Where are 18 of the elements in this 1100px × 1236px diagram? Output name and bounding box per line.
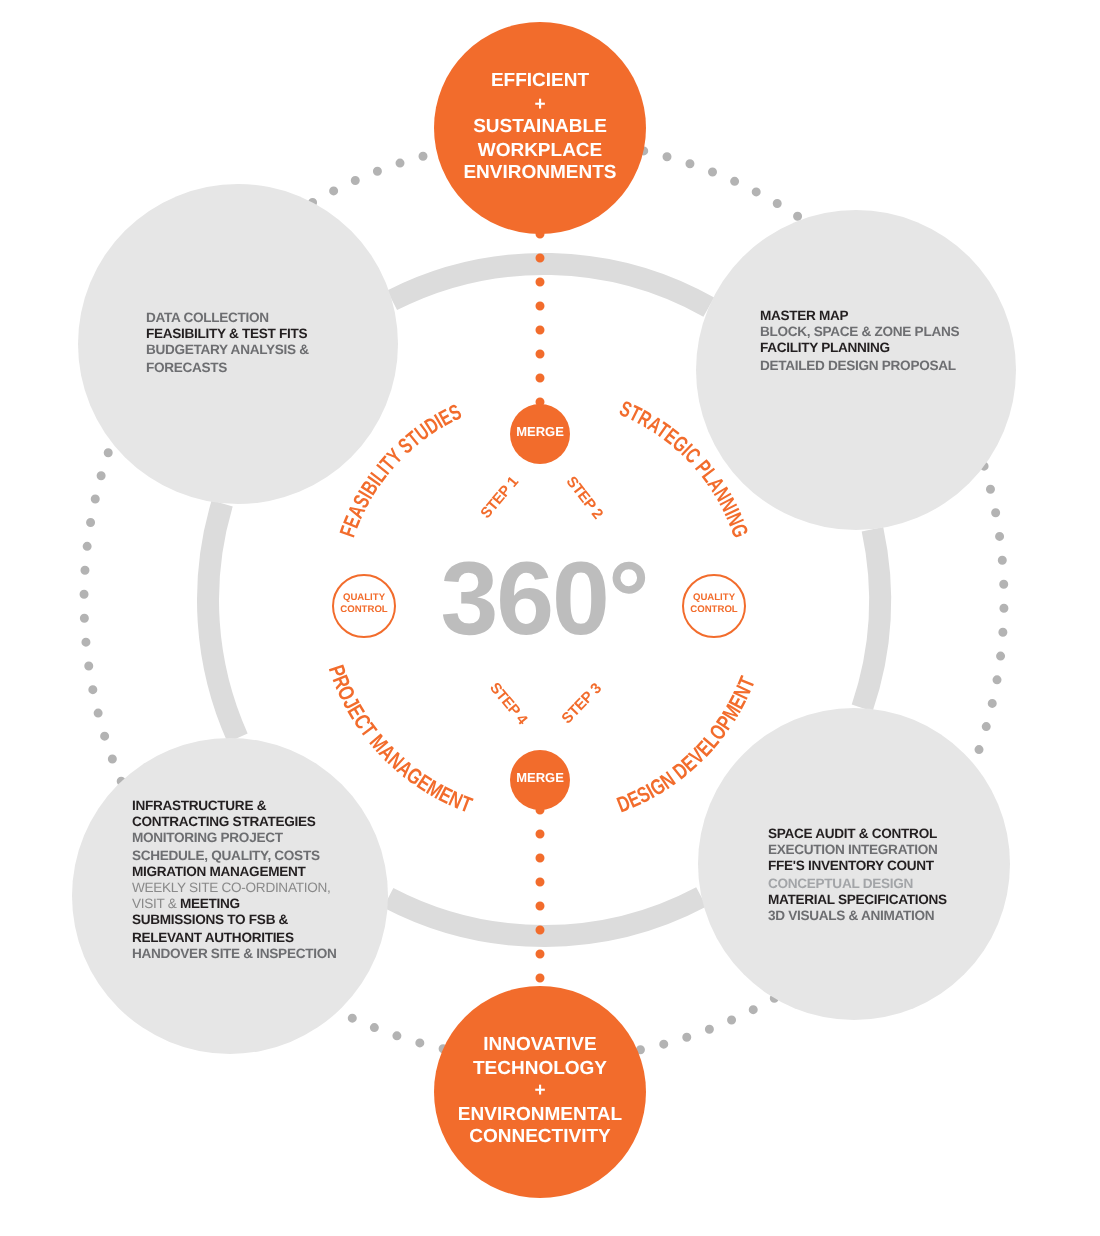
- outcome-text: +: [534, 93, 546, 117]
- outcome-text: +: [534, 1080, 546, 1104]
- ring-connector: [851, 527, 891, 712]
- merge-circle: [510, 404, 570, 464]
- merge-circle: [510, 750, 570, 810]
- outcome-text: ENVIRONMENTAL CONNECTIVITY: [455, 1103, 625, 1150]
- dotted-connector: [535, 229, 545, 409]
- outcome-text: SUSTAINABLE WORKPLACE ENVIRONMENTS: [461, 116, 619, 186]
- outcome-text: EFFICIENT: [490, 70, 590, 94]
- center-label: 360°: [440, 556, 648, 644]
- dotted-connector: [639, 146, 807, 224]
- ring-connector: [383, 886, 706, 947]
- quality-control-circle: [682, 574, 746, 638]
- ring-connector: [387, 253, 714, 318]
- dotted-connector: [633, 993, 779, 1055]
- quality-control-circle: [332, 574, 396, 638]
- ring-connector: [197, 500, 248, 742]
- outcome-text: INNOVATIVE TECHNOLOGY: [470, 1034, 610, 1081]
